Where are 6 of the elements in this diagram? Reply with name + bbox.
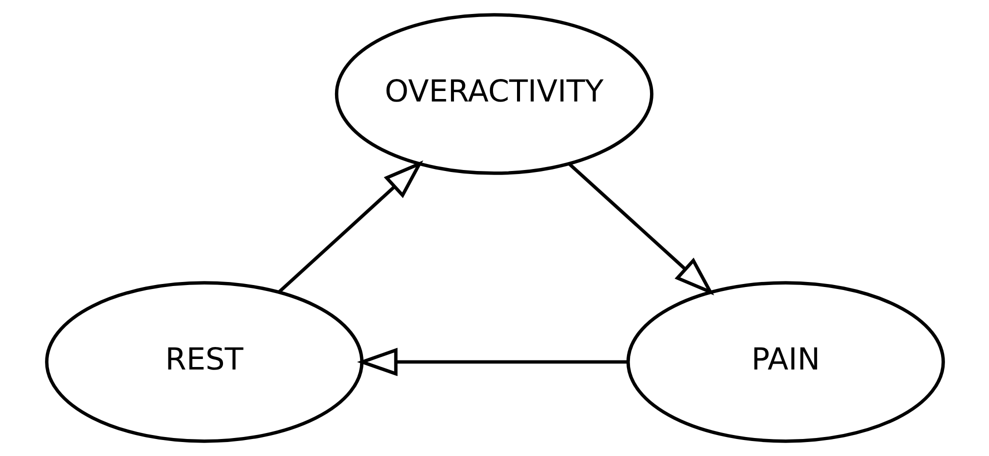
arrow [568,162,714,296]
node-ellipse: PAIN [626,281,944,443]
arrow [278,160,423,294]
node-ellipse: OVERACTIVITY [334,13,653,175]
arrow [356,348,628,376]
node-ellipse: REST [44,281,364,443]
